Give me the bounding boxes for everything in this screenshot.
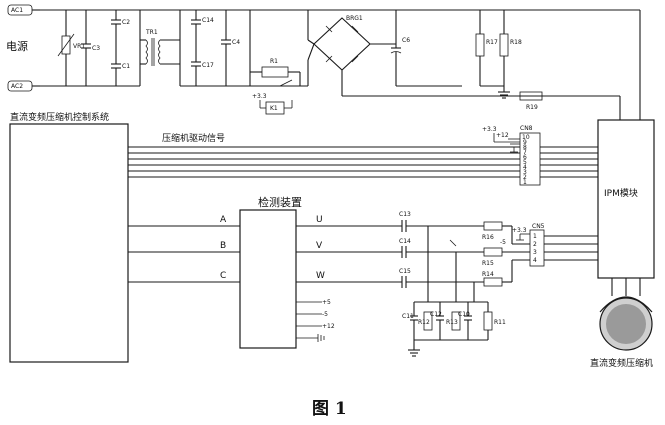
abc-signal-lines: A B C bbox=[128, 215, 240, 283]
control-system-label: 直流变频压缩机控制系统 bbox=[10, 111, 109, 123]
cn8-pin-8: 8 bbox=[523, 144, 527, 151]
cn5-connector: CN5 1 2 3 4 +3.3 -5 bbox=[500, 223, 598, 267]
ipm-module: IPM模块 bbox=[597, 119, 655, 279]
c13-label: C13 bbox=[399, 211, 411, 218]
k1-label: K1 bbox=[270, 105, 278, 112]
cn8-pin-2: 2 bbox=[523, 174, 527, 181]
c17-label: C17 bbox=[202, 62, 214, 69]
drive-signal-bus: 压缩机驱动信号 bbox=[128, 132, 598, 178]
c10-label: C10 bbox=[458, 311, 470, 318]
cn5-pin-2: 2 bbox=[533, 241, 537, 248]
ipm-label: IPM模块 bbox=[604, 187, 638, 199]
control-system-box bbox=[9, 123, 129, 363]
r19-label: R19 bbox=[526, 104, 538, 111]
c15-label: C15 bbox=[399, 268, 411, 275]
drive-signal-label: 压缩机驱动信号 bbox=[162, 132, 225, 144]
detector-supply-p12: +12 bbox=[322, 323, 335, 330]
r11-label: R11 bbox=[494, 319, 506, 326]
cn5-v33-label: +3.3 bbox=[512, 227, 527, 234]
r12-label: R12 bbox=[418, 319, 430, 326]
detection-device: 检测装置 U V W +5 -5 +12 bbox=[239, 195, 402, 349]
cn8-label: CN8 bbox=[520, 125, 533, 132]
r13-label: R13 bbox=[446, 319, 458, 326]
control-system: 直流变频压缩机控制系统 bbox=[9, 111, 129, 363]
cn8-pin-5: 5 bbox=[523, 159, 527, 166]
detector-label: 检测装置 bbox=[258, 195, 302, 209]
r18-label: R18 bbox=[510, 39, 522, 46]
c11-label: C11 bbox=[402, 313, 414, 320]
c14-label: C14 bbox=[399, 238, 411, 245]
c3-label: C3 bbox=[92, 45, 100, 52]
c2-label: C2 bbox=[122, 19, 130, 26]
figure-caption: 图 1 bbox=[312, 399, 347, 419]
ipm-box bbox=[597, 119, 655, 279]
compressor-motor: 直流变频压缩机 bbox=[590, 278, 653, 369]
output-u-label: U bbox=[316, 215, 323, 225]
cn8-pin-7: 7 bbox=[523, 149, 527, 156]
r1-label: R1 bbox=[270, 58, 278, 65]
cn8-connector: CN8 10 9 8 7 6 5 4 3 2 1 +3.3 +12 bbox=[482, 125, 541, 186]
cn8-pin-4: 4 bbox=[523, 164, 527, 171]
power-section: AC1 AC2 电源 VR1 C3 C2 C1 bbox=[6, 4, 641, 120]
cn8-pin-6: 6 bbox=[523, 154, 527, 161]
cn5-v5-label: -5 bbox=[500, 239, 506, 246]
c14-power-label: C14 bbox=[202, 17, 214, 24]
detector-box bbox=[239, 209, 297, 349]
c1-label: C1 bbox=[122, 63, 130, 70]
vr1-label: VR1 bbox=[73, 43, 85, 50]
cn5-pin-1: 1 bbox=[533, 233, 537, 240]
r15-label: R15 bbox=[482, 260, 494, 267]
input-a-label: A bbox=[220, 215, 227, 225]
r17-label: R17 bbox=[486, 39, 498, 46]
r16-label: R16 bbox=[482, 234, 494, 241]
ac2-label: AC2 bbox=[11, 83, 23, 90]
cn5-pin-3: 3 bbox=[533, 249, 537, 256]
tr1-label: TR1 bbox=[145, 29, 158, 36]
detector-supply-p5: +5 bbox=[322, 299, 331, 306]
ac1-label: AC1 bbox=[11, 7, 23, 14]
power-label: 电源 bbox=[6, 39, 28, 53]
c6-label: C6 bbox=[402, 37, 410, 44]
k1-supply-label: +3.3 bbox=[252, 93, 267, 100]
input-b-label: B bbox=[220, 241, 226, 251]
detector-supply-m5: -5 bbox=[322, 311, 328, 318]
c12-label: C12 bbox=[430, 311, 442, 318]
cn8-pin-9: 9 bbox=[523, 139, 527, 146]
brg1-label: BRG1 bbox=[346, 15, 363, 22]
sense-network: C13 C14 C15 R16 R15 R14 bbox=[399, 211, 530, 357]
cn5-label: CN5 bbox=[532, 223, 545, 230]
cn5-pin-4: 4 bbox=[533, 257, 537, 264]
cn8-v12-label: +12 bbox=[496, 132, 509, 139]
cn8-pin-1: 1 bbox=[523, 179, 527, 186]
cn8-pin-10: 10 bbox=[522, 134, 530, 141]
input-c-label: C bbox=[220, 271, 226, 281]
cn8-pin-3: 3 bbox=[523, 169, 527, 176]
c4-label: C4 bbox=[232, 39, 240, 46]
output-v-label: V bbox=[316, 241, 323, 251]
r14-label: R14 bbox=[482, 271, 494, 278]
output-w-label: W bbox=[316, 271, 325, 281]
motor-label: 直流变频压缩机 bbox=[590, 357, 653, 369]
cn8-v33-label: +3.3 bbox=[482, 126, 497, 133]
